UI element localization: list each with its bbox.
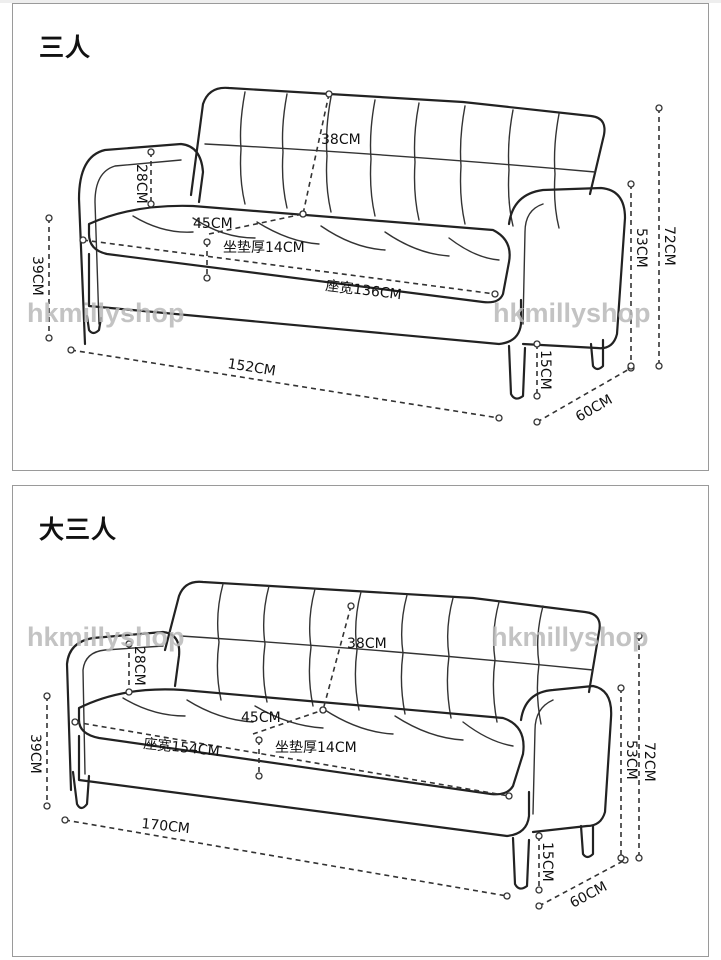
left-arm xyxy=(65,630,181,792)
label-arm-total-height: 53CM xyxy=(623,740,639,780)
leg-front-right xyxy=(511,836,531,890)
watermark-right: hkmillyshop xyxy=(491,622,649,652)
label-leg-height: 15CM xyxy=(537,350,553,390)
seat-cushion xyxy=(77,688,525,796)
label-arm-height: 28CM xyxy=(131,646,147,686)
label-back-height: 38CM xyxy=(347,636,387,652)
dim-total-width: 170CM xyxy=(61,816,511,900)
dim-total-width: 152CM xyxy=(67,346,503,422)
seat-tufting xyxy=(122,697,514,747)
label-total-width: 170CM xyxy=(141,816,191,837)
right-arm xyxy=(507,186,627,350)
label-leg-height: 15CM xyxy=(539,842,555,882)
label-arm-height: 28CM xyxy=(133,164,149,204)
backrest-outline xyxy=(189,86,606,197)
dim-leg-height: 15CM xyxy=(535,832,555,894)
panel-three-seater: 三人 xyxy=(12,3,709,471)
label-cushion-thickness: 坐垫厚14CM xyxy=(275,740,357,756)
watermark-right: hkmillyshop xyxy=(493,298,651,328)
dim-seat-depth: 45CM xyxy=(193,210,307,235)
dim-seat-depth: 45CM xyxy=(241,706,327,735)
panel-large-three-seater: 大三人 xyxy=(12,485,709,957)
dim-arm-height: 28CM xyxy=(125,640,147,696)
watermark-left: hkmillyshop xyxy=(27,298,185,328)
right-arm xyxy=(519,684,613,834)
right-arm-inner xyxy=(532,699,554,815)
dim-back-height: 38CM xyxy=(299,90,361,218)
leg-front-left xyxy=(85,314,103,335)
label-cushion-thickness: 坐垫厚14CM xyxy=(223,240,305,256)
dim-cushion-thickness: 坐垫厚14CM xyxy=(255,736,357,780)
panel-title: 三人 xyxy=(39,33,92,62)
leg-front-left xyxy=(71,770,91,810)
left-arm xyxy=(77,142,205,346)
label-seat-width: 座宽154CM xyxy=(143,735,221,760)
leg-back-right xyxy=(589,338,605,371)
label-arm-total-height: 53CM xyxy=(633,228,649,268)
dim-leg-height: 15CM xyxy=(533,340,553,400)
backrest-outline xyxy=(163,580,601,694)
dim-arm-total-height: 53CM xyxy=(617,684,639,862)
label-total-width: 152CM xyxy=(226,356,276,379)
seat-tufting xyxy=(132,215,500,261)
dim-arm-total-height: 53CM xyxy=(627,180,649,370)
panel-title: 大三人 xyxy=(39,515,118,544)
backrest-tufting xyxy=(180,583,594,725)
left-arm-inner xyxy=(94,159,182,325)
sofa-base xyxy=(87,252,523,346)
sofa-diagram: 38CM 28CM 45CM 坐垫厚14CM 座宽154CM 39CM xyxy=(27,580,657,912)
dim-arm-height: 28CM xyxy=(133,148,155,208)
leg-front-right xyxy=(507,344,527,400)
label-seat-depth: 45CM xyxy=(241,710,281,726)
label-seat-height: 39CM xyxy=(27,734,43,774)
label-seat-height: 39CM xyxy=(29,256,45,296)
backrest-tufting xyxy=(204,91,596,229)
dim-total-height: 72CM xyxy=(655,104,677,370)
dim-cushion-thickness: 坐垫厚14CM xyxy=(203,238,305,282)
dim-seat-height: 39CM xyxy=(29,214,53,342)
sofa-diagram: 38CM 28CM 45CM 坐垫厚14CM 座宽136CM 39CM xyxy=(27,86,677,426)
label-seat-depth: 45CM xyxy=(193,216,233,232)
dim-total-height: 72CM xyxy=(635,632,657,862)
dim-seat-height: 39CM xyxy=(27,692,51,810)
label-total-height: 72CM xyxy=(641,742,657,782)
watermark-left: hkmillyshop xyxy=(27,622,185,652)
seat-cushion xyxy=(87,204,511,304)
label-total-height: 72CM xyxy=(661,226,677,266)
label-back-height: 38CM xyxy=(321,132,361,148)
label-depth: 60CM xyxy=(567,879,610,912)
dim-back-height: 38CM xyxy=(319,602,387,714)
right-arm-inner xyxy=(522,203,544,325)
top-strip xyxy=(0,0,721,3)
left-arm-inner xyxy=(82,645,164,775)
leg-back-right xyxy=(579,824,595,859)
sofa-base xyxy=(77,734,531,838)
